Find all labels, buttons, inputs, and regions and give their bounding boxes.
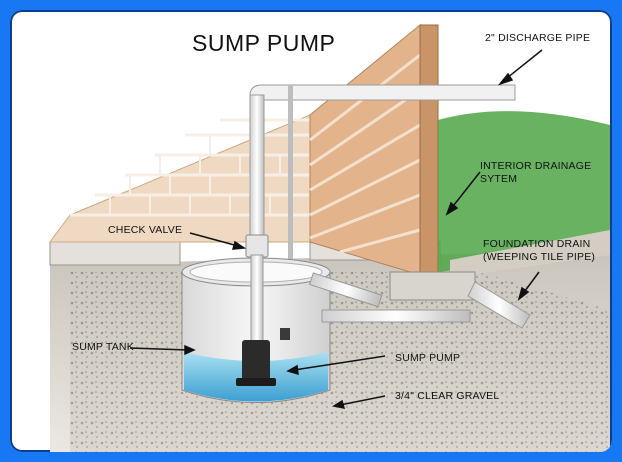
label-foundation-drain-2: (WEEPING TILE PIPE) bbox=[483, 251, 595, 263]
label-check-valve: CHECK VALVE bbox=[108, 224, 182, 236]
label-interior-drainage: INTERIOR DRAINAGE bbox=[480, 160, 591, 172]
page-title: SUMP PUMP bbox=[192, 30, 335, 57]
brick-side-wall bbox=[310, 25, 438, 275]
label-gravel: 3/4" CLEAR GRAVEL bbox=[395, 390, 499, 402]
label-interior-drainage-2: SYTEM bbox=[480, 173, 517, 185]
sump-pump-illustration bbox=[10, 10, 612, 452]
check-valve bbox=[246, 235, 268, 257]
label-sump-pump: SUMP PUMP bbox=[395, 352, 460, 364]
gravel-bed bbox=[70, 272, 610, 452]
diagram-canvas: SUMP PUMP 2" DISCHARGE PIPE INTERIOR DRA… bbox=[10, 10, 612, 452]
label-sump-tank: SUMP TANK bbox=[72, 341, 134, 353]
footing bbox=[390, 272, 475, 300]
label-discharge-pipe: 2" DISCHARGE PIPE bbox=[485, 32, 590, 44]
floor-slab bbox=[50, 242, 180, 265]
label-foundation-drain: FOUNDATION DRAIN bbox=[483, 238, 590, 250]
brick-wall bbox=[50, 115, 310, 242]
